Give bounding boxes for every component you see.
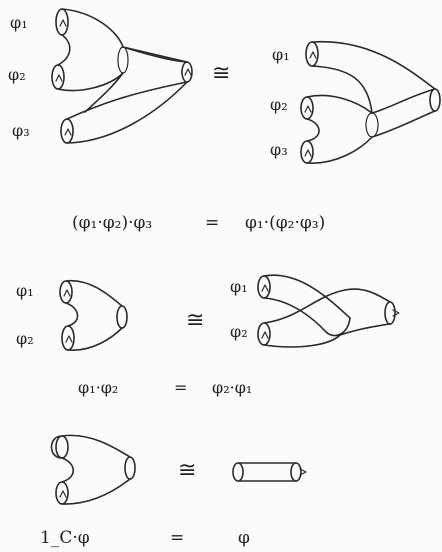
label-phi3-left: φ₃ [12, 121, 30, 140]
unit-equation-rhs: φ [238, 528, 250, 548]
assoc-equivalence-symbol: ≅ [212, 61, 230, 86]
assoc-left-labels: φ₁ φ₂ φ₃ [8, 13, 30, 140]
comm-equation-rhs: φ₂·φ₁ [212, 378, 252, 397]
label-phi1-left: φ₁ [10, 13, 28, 32]
unit-equation-equals: = [170, 528, 184, 548]
label-phi2-right: φ₂ [270, 95, 288, 114]
comm-right-labels: φ₁ φ₂ [230, 277, 248, 341]
unit-left-cobordism [50, 434, 136, 505]
assoc-equation: (φ₁·φ₂)·φ₃ = φ₁·(φ₂·φ₃) [72, 213, 325, 233]
comm-equation-equals: = [174, 378, 187, 397]
label-phi1-right: φ₁ [272, 45, 290, 64]
unit-equation-lhs: 1_C·φ [40, 528, 90, 548]
assoc-equation-lhs: (φ₁·φ₂)·φ₃ [72, 213, 152, 233]
assoc-left-cobordism [51, 8, 193, 144]
label-phi1-comm-right: φ₁ [230, 277, 248, 296]
unit-equivalence-symbol: ≅ [178, 458, 196, 483]
label-phi1-comm-left: φ₁ [16, 281, 34, 300]
assoc-right-labels: φ₁ φ₂ φ₃ [270, 45, 290, 159]
comm-equivalence-symbol: ≅ [186, 308, 204, 333]
label-phi2-comm-left: φ₂ [16, 329, 34, 348]
label-phi3-right: φ₃ [270, 140, 288, 159]
assoc-right-cobordism [300, 40, 441, 164]
comm-left-labels: φ₁ φ₂ [16, 281, 34, 348]
label-phi2-left: φ₂ [8, 65, 26, 84]
assoc-equation-equals: = [205, 213, 219, 233]
assoc-equation-rhs: φ₁·(φ₂·φ₃) [245, 213, 325, 233]
comm-right-cobordism [257, 274, 400, 348]
comm-equation: φ₁·φ₂ = φ₂·φ₁ [78, 378, 252, 397]
unit-equation: 1_C·φ = φ [40, 528, 250, 548]
unit-right-cylinder [232, 462, 307, 482]
comm-equation-lhs: φ₁·φ₂ [78, 378, 118, 397]
comm-left-cobordism [59, 279, 128, 351]
label-phi2-comm-right: φ₂ [230, 322, 248, 341]
